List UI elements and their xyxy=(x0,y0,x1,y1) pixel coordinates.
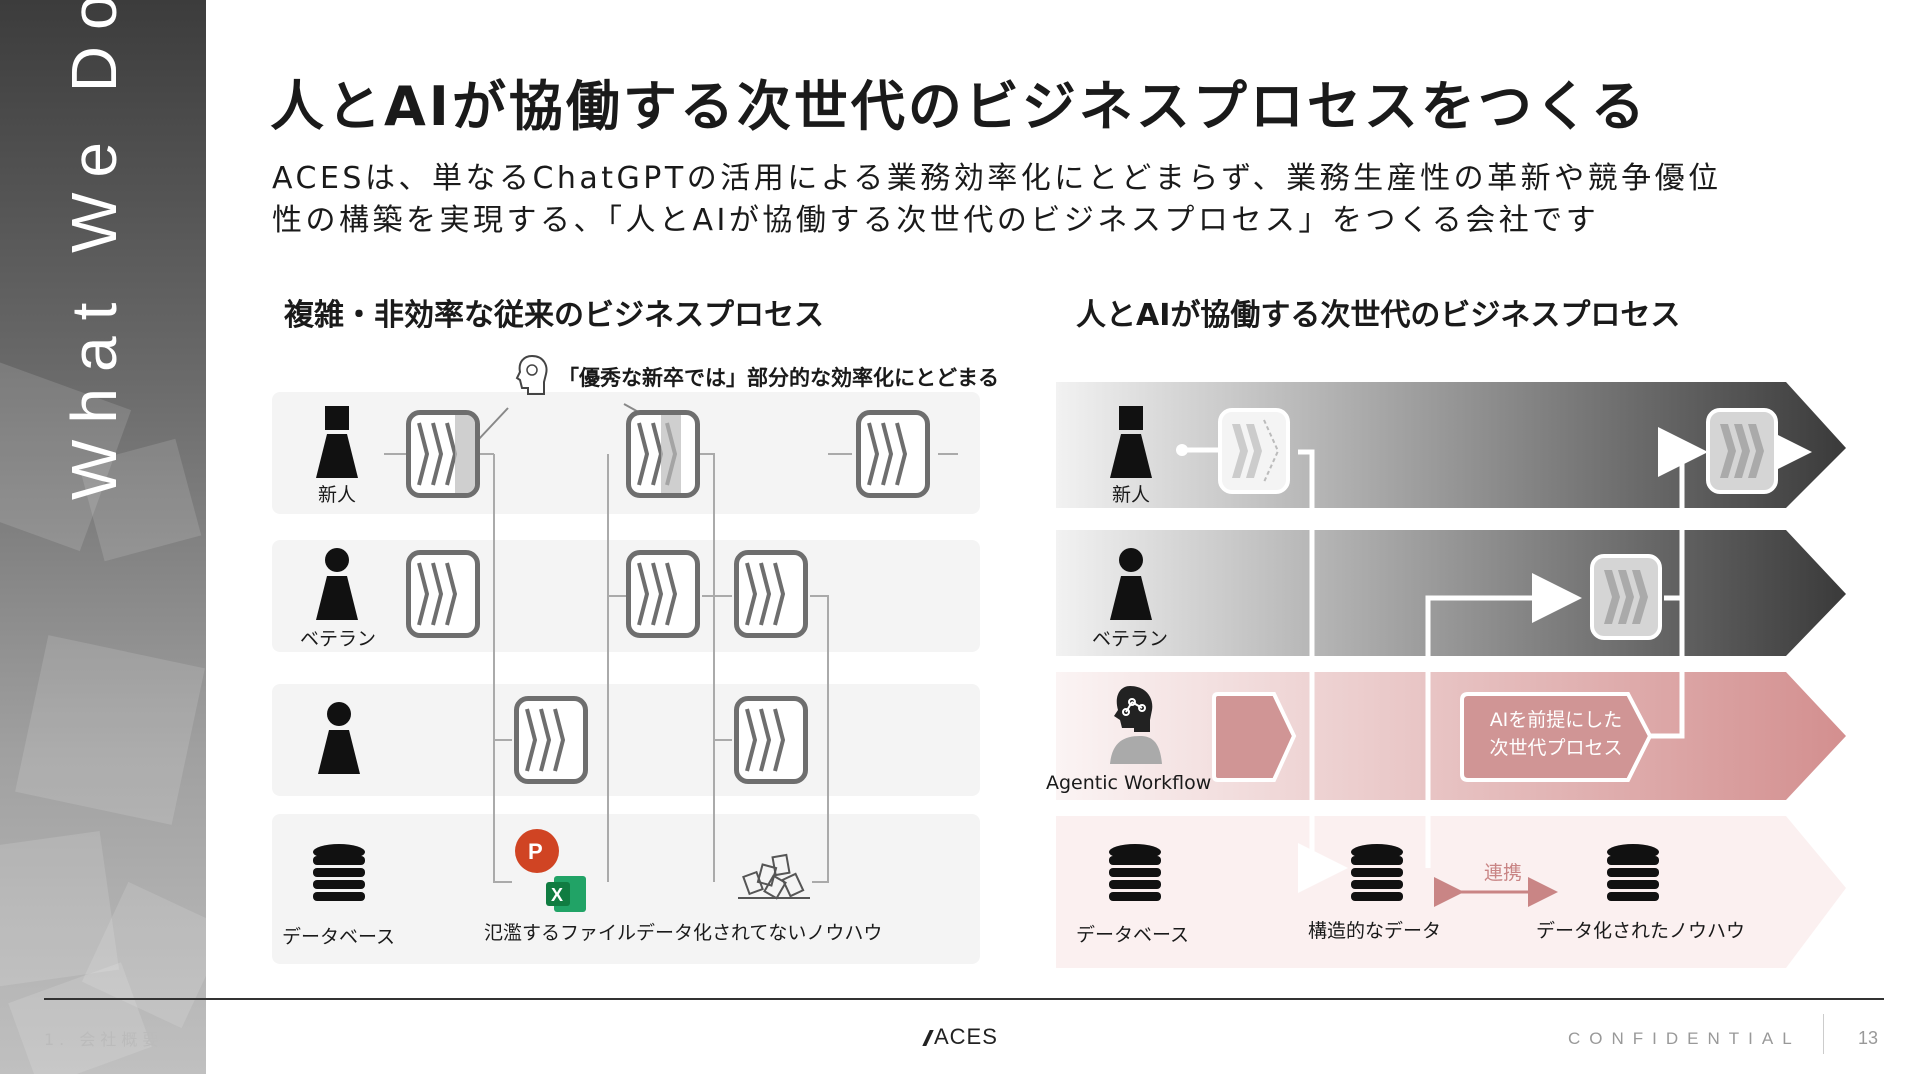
right-veteran-label: ベテラン xyxy=(1092,628,1169,650)
svg-text:X: X xyxy=(551,885,563,905)
sidebar: What We Do xyxy=(0,0,206,1074)
right-veteran-person-icon xyxy=(1106,548,1156,624)
process-icon xyxy=(734,696,808,784)
left-database-icon xyxy=(312,844,366,914)
structured-data-label: 構造的なデータ xyxy=(1308,920,1442,942)
right-process-3 xyxy=(1706,408,1778,494)
footer-divider xyxy=(44,998,1884,1000)
agent-process-shape xyxy=(1212,692,1297,782)
page-title: 人とAIが協働する次世代のビジネスプロセスをつくる xyxy=(270,75,1648,138)
structured-data-icon xyxy=(1350,844,1404,914)
excel-icon: X xyxy=(546,874,588,918)
footer-confidential: CONFIDENTIAL xyxy=(1568,1029,1801,1048)
ai-person-icon xyxy=(314,702,364,778)
footer-separator xyxy=(1823,1014,1824,1054)
right-database-label: データベース xyxy=(1076,924,1190,946)
logo-text: ACES xyxy=(934,1024,998,1049)
left-veteran-label: ベテラン xyxy=(300,628,377,650)
process-icon xyxy=(626,550,700,638)
scattered-documents-icon xyxy=(738,846,810,906)
process-icon xyxy=(626,410,700,498)
left-database-label: データベース xyxy=(282,926,396,948)
right-process-1 xyxy=(1218,408,1290,494)
page-subtitle: ACESは、単なるChatGPTの活用による業務効率化にとどまらず、業務生産性の… xyxy=(272,158,1722,242)
svg-text:P: P xyxy=(528,839,543,864)
agentic-workflow-label: Agentic Workflow xyxy=(1046,772,1212,794)
powerpoint-icon: P xyxy=(514,828,560,878)
process-icon xyxy=(406,410,480,498)
ai-process-label: AIを前提にした 次世代プロセス xyxy=(1489,709,1623,759)
knowhow-label: データ化されたノウハウ xyxy=(1536,920,1746,942)
right-newcomer-label: 新人 xyxy=(1112,484,1151,506)
veteran-person-icon xyxy=(312,548,362,624)
left-heading: 複雑・非効率な従来のビジネスプロセス xyxy=(284,298,824,333)
agent-head-icon xyxy=(1100,680,1166,768)
band-veteran xyxy=(1056,530,1846,656)
subtitle-line-1: ACESは、単なるChatGPTの活用による業務効率化にとどまらず、業務生産性の… xyxy=(272,161,1722,196)
left-row-database xyxy=(272,814,980,964)
thinking-head-icon xyxy=(514,352,550,402)
left-row-ai xyxy=(272,684,980,796)
ai-next-gen-process-shape xyxy=(1460,692,1653,782)
footer-section: 1. 会社概要 xyxy=(44,1030,164,1049)
subtitle-line-2: 性の構築を実現する、「人とAIが協働する次世代のビジネスプロセス」をつくる会社で… xyxy=(272,203,1600,238)
page-number: 13 xyxy=(1858,1028,1879,1048)
right-database-icon xyxy=(1108,844,1162,914)
link-label: 連携 xyxy=(1484,862,1523,884)
process-icon xyxy=(856,410,930,498)
left-note: 「優秀な新卒では」部分的な効率化にとどまる xyxy=(558,366,999,390)
footer-logo: ACES xyxy=(922,1024,998,1050)
process-icon xyxy=(514,696,588,784)
left-bottom-caption: 氾濫するファイルデータ化されてないノウハウ xyxy=(484,922,883,944)
right-process-2 xyxy=(1590,554,1662,640)
process-icon xyxy=(406,550,480,638)
right-heading: 人とAIが協働する次世代のビジネスプロセス xyxy=(1076,298,1681,333)
right-newcomer-person-icon xyxy=(1106,406,1156,482)
knowhow-data-icon xyxy=(1606,844,1660,914)
process-icon xyxy=(734,550,808,638)
newcomer-person-icon xyxy=(312,406,362,482)
left-newcomer-label: 新人 xyxy=(318,484,357,506)
